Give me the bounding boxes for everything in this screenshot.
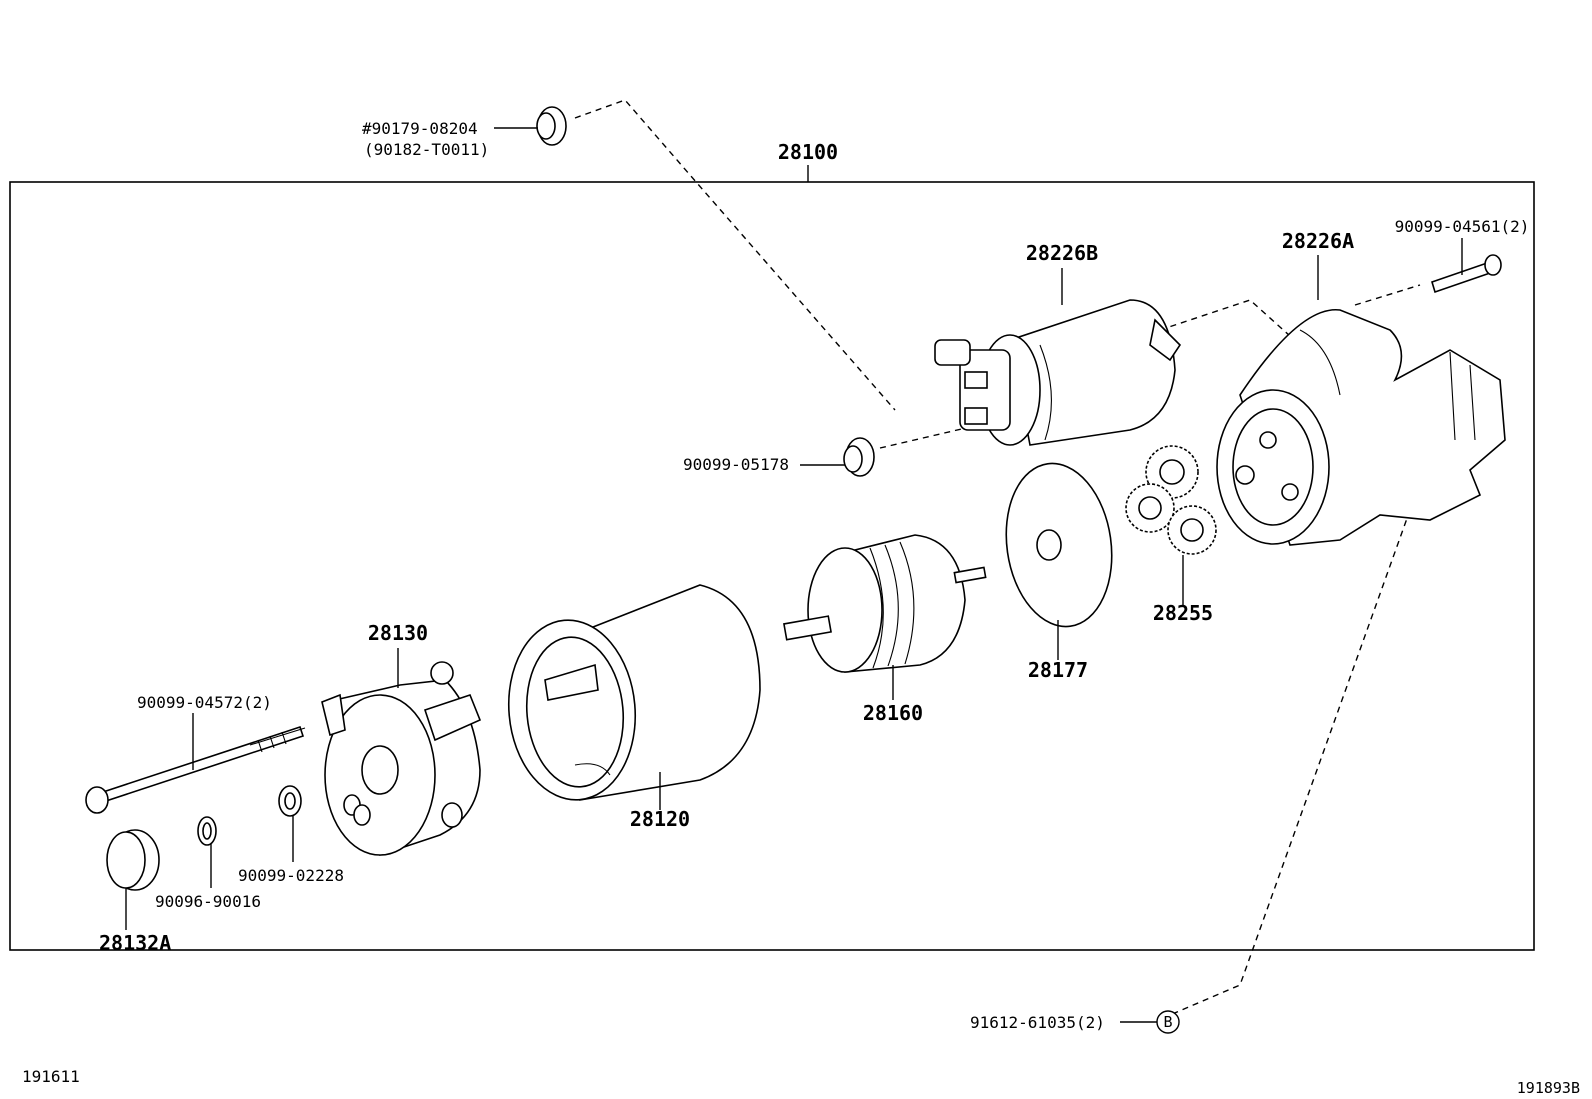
washer-icon [278, 785, 302, 817]
assembly-frame [9, 181, 1535, 951]
code-right: 191893B [1517, 1079, 1580, 1097]
label-solenoid: 28226B [1026, 241, 1098, 265]
armature-icon [783, 534, 987, 673]
label-bolt-top-ref-1: #90179-08204 [362, 119, 478, 138]
label-nut-mid: 90099-05178 [683, 455, 789, 474]
end-frame-icon [321, 661, 482, 857]
clip-icon [197, 816, 217, 846]
label-assembly: 28100 [778, 140, 838, 164]
label-gear-set: 28255 [1153, 601, 1213, 625]
label-housing: 28226A [1282, 229, 1354, 253]
label-screw-bottom: 91612-61035(2) [970, 1013, 1105, 1032]
gear-set-icon [1125, 445, 1217, 555]
guide-dashed-housing [1159, 299, 1301, 346]
label-cap: 28132A [99, 931, 171, 955]
label-end-frame: 28130 [368, 621, 428, 645]
marker-b-letter: B [1163, 1013, 1172, 1031]
nut-mid-icon [843, 437, 875, 477]
label-armature: 28160 [863, 701, 923, 725]
yoke-icon [507, 584, 761, 801]
label-yoke: 28120 [630, 807, 690, 831]
guide-dashed-bolt-right [1354, 284, 1421, 306]
label-clip: 90096-90016 [155, 892, 261, 911]
label-plate: 28177 [1028, 658, 1088, 682]
solenoid-icon [934, 299, 1182, 446]
label-bolt-right: 90099-04561(2) [1395, 217, 1530, 236]
label-bolt-top-ref-2: (90182-T0011) [364, 140, 489, 159]
label-through-bolt: 90099-04572(2) [137, 693, 272, 712]
guide-dashed-bottom [1169, 509, 1411, 1016]
guide-dashed-top [574, 99, 896, 411]
cap-icon [106, 829, 160, 891]
plate-icon [1005, 462, 1113, 628]
code-left: 191611 [22, 1067, 80, 1086]
bolt-right-icon [1431, 254, 1502, 294]
housing-icon [1216, 309, 1506, 546]
through-bolt-icon [85, 725, 306, 814]
nut-top-icon [536, 106, 567, 146]
label-washer: 90099-02228 [238, 866, 344, 885]
